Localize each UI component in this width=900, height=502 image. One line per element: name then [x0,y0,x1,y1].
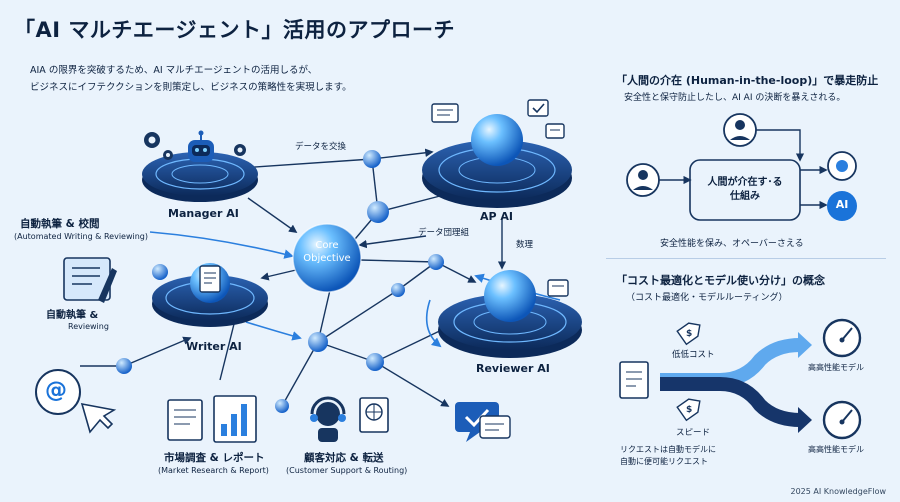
model-bottom-label: 高高性能モデル [808,445,864,454]
reviewer-ai-label: Reviewer AI [476,362,550,375]
manager-ai-label: Manager AI [168,207,239,220]
svg-text:$: $ [686,405,692,415]
link-hub-api [371,148,434,160]
globe-document-icon [359,397,389,433]
writer-ai-label: Writer AI [186,340,242,353]
network-node [308,332,328,352]
network-node [366,353,384,371]
cost-title: 「コスト最適化とモデル使い分け」の概念 [616,274,825,287]
auto-writing-title: 自動執筆 & 校閲 [20,218,100,230]
arrow-writer-lower [245,321,302,341]
core-objective-label: Core Objective [293,239,361,265]
footer-credit: 2025 AI KnowledgeFlow [790,487,886,496]
organize-label: 数理 [516,240,534,250]
auto-writing-subtitle: (Automated Writing & Reviewing) [14,232,148,241]
data-exchange-label: データを交換 [295,142,347,152]
low-cost-label: 低低コスト [672,350,715,360]
speedometer-icon [822,400,862,440]
report-icon [167,399,203,441]
email-at-icon [35,369,117,434]
core-label-line-2: Objective [303,253,351,264]
intro-line-1: AIA の限界を突破するため、AI マルチエージェントの活用しるが、 [30,65,318,76]
customer-support-title: 顧客対応 & 転送 [304,452,384,464]
auto-writing-2-title: 自動執筆 & [46,310,99,321]
route-lower [660,377,801,427]
chat-bubble-icon [431,103,459,123]
core-label-line-1: Core [315,240,339,251]
page-title: 「AI マルチエージェント」活用のアプローチ [14,18,455,42]
hitl-center-label: 人間が介在す･る 仕組み [696,176,794,204]
chat-bubble-icon [545,123,565,139]
price-tag-icon: $ [676,398,701,422]
network-node [116,358,132,374]
chat-check-icon [527,99,549,117]
chat-bubble-icon [547,279,569,297]
link-lower-mid [317,289,399,343]
market-research-title: 市場調査 & レポート [164,452,265,464]
network-node [152,264,168,280]
hitl-title: 「人間の介在 (Human-in-the-loop)」で暴走防止 [616,74,879,87]
bar-chart-icon [213,395,257,443]
api-ai-node [422,99,572,208]
network-nodes [116,150,444,436]
request-document-icon [619,361,649,399]
robot-icon [188,130,214,162]
gear-icon [144,132,173,160]
api-ai-label: AP AI [480,210,514,223]
svg-text:$: $ [686,329,692,339]
speed-label: スピード [676,428,711,438]
pointer-hand-icon [80,402,117,434]
ai-badge-label: AI [835,198,849,211]
hitl-subtitle: 安全性と保守防止したし、AI AI の決断を暴えされる。 [624,93,846,103]
hitl-center-line-2: 仕組み [730,191,760,202]
chat-check-icon [455,402,511,442]
network-node [363,150,381,168]
network-node [275,399,289,413]
hitl-box [689,159,801,221]
data-organize-label: データ団理組 [418,228,470,238]
link-right-support [374,361,450,407]
headset-icon [310,396,346,442]
section-divider [606,258,886,259]
document-writing-icon [63,257,117,303]
hitl-center-line-1: 人間が介在す･る [707,177,783,188]
network-node [428,254,444,270]
link-core-node [359,259,437,263]
cost-subtitle: （コスト最適化・モデルルーティング） [626,293,788,303]
ai-badge [827,191,857,221]
model-top-label: 高高性能モデル [808,363,864,372]
link-core-api-label [358,235,427,249]
network-node [367,201,389,223]
reviewer-ai-node [438,270,582,358]
document-pen-icon [199,265,221,293]
intro-line-2: ビジネスにイフテククションを則策定し、ビジネスの策略性を実現します。 [30,82,352,93]
arrow-to-reviewer [425,299,442,348]
request-line-2: 自動に便可能リクエスト [620,457,708,466]
link-manager-hub [239,158,373,169]
cost-routing-diagram: $ $ [619,318,862,440]
auto-writing-2-subtitle: Reviewing [68,322,109,331]
link-core-writer [260,269,297,281]
link-lower-market [281,341,319,407]
network-node [391,283,405,297]
writer-ai-node [152,263,268,327]
speedometer-icon [822,318,862,358]
gear-icon [234,144,246,156]
link-lower-right [317,341,376,363]
link-at-writer [123,336,192,367]
price-tag-icon: $ [676,322,701,346]
at-symbol: @ [45,378,67,403]
link-right-reviewer [374,325,451,363]
link-manager-core [247,197,298,233]
core-objective-node [292,223,362,293]
arrow-left-core [149,231,294,259]
hitl-caption: 安全性能を保み、オペーバーさえる [660,239,804,249]
manager-ai-node [142,130,258,202]
customer-support-subtitle: (Customer Support & Routing) [286,466,408,475]
request-line-1: リクエストは自動モデルに [620,445,716,454]
market-research-subtitle: (Market Research & Report) [158,466,269,475]
hitl-diagram [626,113,857,221]
